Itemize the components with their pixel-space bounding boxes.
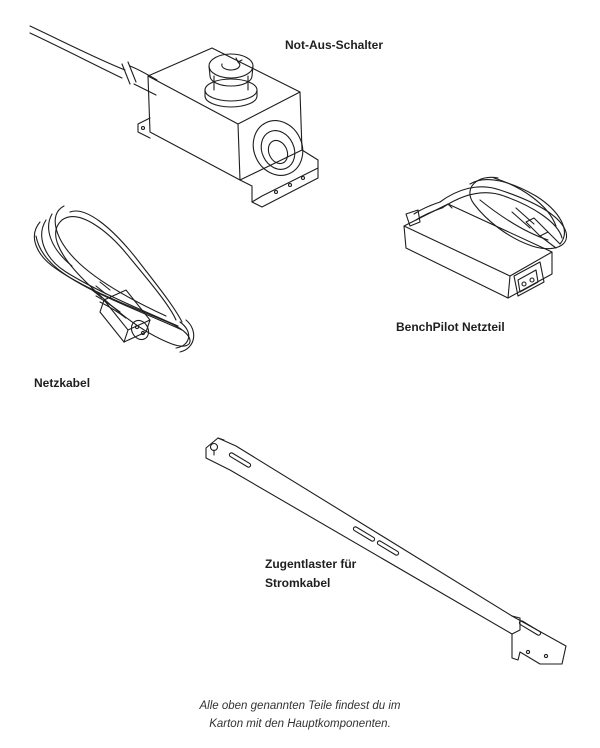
label-strain-relief-line1: Zugentlaster für bbox=[265, 557, 357, 571]
caption: Alle oben genannten Teile findest du im … bbox=[150, 697, 450, 733]
label-power-cable: Netzkabel bbox=[34, 376, 91, 390]
caption-line-2: Karton mit den Hauptkomponenten. bbox=[209, 718, 391, 730]
label-estop: Not-Aus-Schalter bbox=[285, 38, 384, 52]
caption-line-1: Alle oben genannten Teile findest du im bbox=[199, 700, 401, 712]
label-psu: BenchPilot Netzteil bbox=[396, 320, 505, 334]
label-strain-relief-line2: Stromkabel bbox=[265, 576, 331, 590]
